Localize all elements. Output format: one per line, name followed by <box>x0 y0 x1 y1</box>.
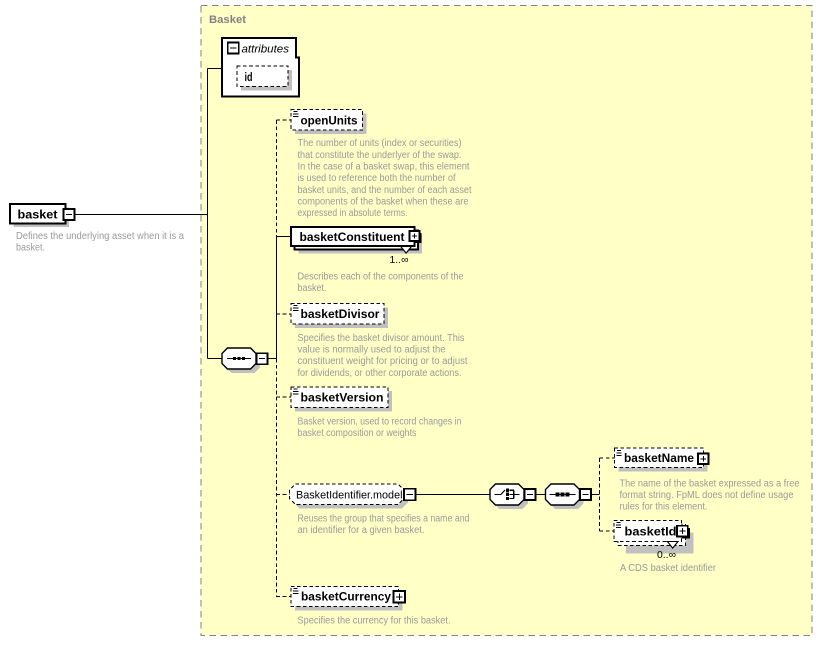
svg-text:rules for this element.: rules for this element. <box>620 502 708 513</box>
svg-text:In the case of a basket swap,: In the case of a basket swap, this eleme… <box>298 162 470 173</box>
svg-text:constituent weight for pricing: constituent weight for pricing or to adj… <box>298 356 468 367</box>
svg-text:basket composition or weights: basket composition or weights <box>298 428 417 439</box>
svg-text:Describes each of the componen: Describes each of the components of the <box>298 272 464 283</box>
svg-text:basketConstituent: basketConstituent <box>300 232 405 244</box>
svg-text:Reuses the group that specifie: Reuses the group that specifies a name a… <box>298 514 470 525</box>
svg-text:basket units, and the number o: basket units, and the number of each ass… <box>298 185 472 196</box>
svg-text:BasketIdentifier.model: BasketIdentifier.model <box>296 489 403 501</box>
svg-text:basketDivisor: basketDivisor <box>301 309 381 321</box>
svg-text:basketId: basketId <box>625 526 677 538</box>
svg-text:basketName: basketName <box>624 453 694 465</box>
svg-text:0..∞: 0..∞ <box>657 549 676 561</box>
svg-text:basketVersion: basketVersion <box>301 393 384 405</box>
svg-text:openUnits: openUnits <box>301 116 358 128</box>
svg-text:that constitute the underlyer: that constitute the underlyer of the swa… <box>298 150 462 161</box>
svg-text:The name of the basket express: The name of the basket expressed as a fr… <box>620 478 800 489</box>
svg-text:Basket: Basket <box>209 14 246 26</box>
svg-text:basketCurrency: basketCurrency <box>301 592 392 604</box>
svg-text:Specifies the currency for thi: Specifies the currency for this basket. <box>298 615 451 626</box>
svg-text:basket.: basket. <box>298 283 327 294</box>
svg-text:basket: basket <box>18 210 58 222</box>
svg-text:1..∞: 1..∞ <box>390 254 409 266</box>
svg-text:is used to reference both the: is used to reference both the number of <box>298 173 456 184</box>
svg-text:Defines the underlying asset w: Defines the underlying asset when it is … <box>16 231 184 242</box>
svg-text:an identifier for a given bask: an identifier for a given basket. <box>298 525 425 536</box>
svg-text:A CDS basket identifier: A CDS basket identifier <box>620 563 717 574</box>
svg-text:Specifies the basket divisor a: Specifies the basket divisor amount. Thi… <box>298 333 465 344</box>
svg-text:id: id <box>245 72 253 84</box>
svg-text:for dividends, or other corpor: for dividends, or other corporate action… <box>298 368 462 379</box>
svg-text:attributes: attributes <box>242 44 290 56</box>
svg-text:components of the basket when: components of the basket when these are <box>298 196 469 207</box>
svg-text:The number of units (index or: The number of units (index or securities… <box>298 138 462 149</box>
svg-text:Basket version, used to record: Basket version, used to record changes i… <box>298 416 462 427</box>
svg-text:expressed in absolute terms.: expressed in absolute terms. <box>298 208 408 219</box>
svg-text:basket.: basket. <box>16 243 45 254</box>
svg-text:value is normally used to adju: value is normally used to adjust the <box>298 345 446 356</box>
svg-text:format string. FpML does not d: format string. FpML does not define usag… <box>620 490 794 501</box>
